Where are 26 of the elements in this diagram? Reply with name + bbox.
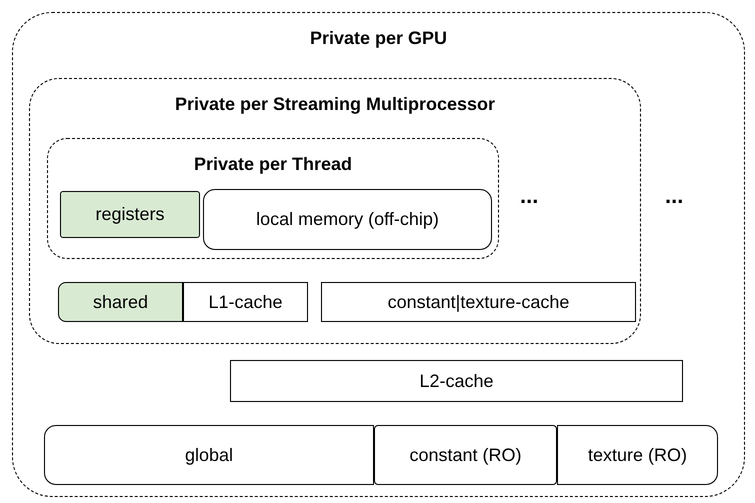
- group-title: Private per Streaming Multiprocessor: [174, 93, 496, 116]
- group-title: Private per GPU: [308, 27, 448, 50]
- dashed-group-box: [12, 12, 745, 497]
- memory-box: [557, 425, 718, 485]
- memory-box: [183, 282, 308, 322]
- memory-box: [203, 189, 492, 250]
- dashed-group-box: [29, 78, 641, 344]
- memory-box: [58, 282, 183, 322]
- ellipsis-label: ...: [665, 185, 684, 207]
- memory-label: L2-cache: [419, 370, 494, 392]
- memory-label: L1-cache: [208, 290, 283, 314]
- memory-label: local memory (off-chip): [256, 208, 439, 231]
- dashed-group-box: [47, 138, 499, 259]
- memory-box: [60, 191, 200, 238]
- memory-box: [230, 360, 683, 402]
- memory-label: constant|texture-cache: [388, 290, 570, 314]
- memory-label: constant (RO): [409, 444, 522, 466]
- memory-box: [374, 425, 557, 485]
- ellipsis-label: ...: [520, 185, 538, 207]
- memory-box: [321, 282, 636, 322]
- memory-label: texture (RO): [588, 444, 688, 466]
- memory-box: [44, 425, 374, 485]
- memory-label: registers: [95, 203, 165, 226]
- memory-label: shared: [92, 290, 148, 314]
- memory-label: global: [184, 444, 234, 466]
- group-title: Private per Thread: [192, 153, 354, 176]
